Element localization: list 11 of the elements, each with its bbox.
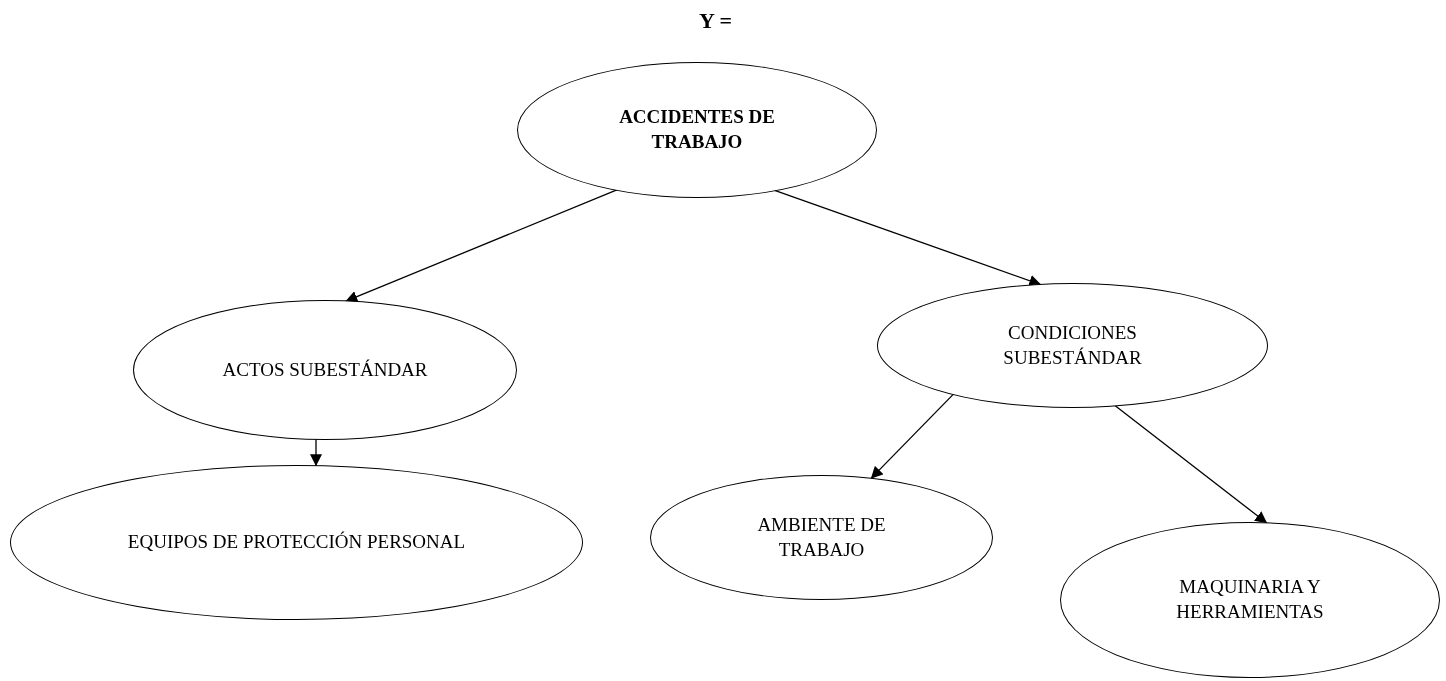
node-label: CONDICIONES SUBESTÁNDAR	[1002, 320, 1143, 370]
node-label: AMBIENTE DE TRABAJO	[756, 512, 887, 562]
node-label: ACTOS SUBESTÁNDAR	[221, 357, 429, 382]
arrow	[310, 438, 322, 467]
node-label: ACCIDENTES DE TRABAJO	[618, 105, 776, 154]
arrow	[774, 189, 1042, 287]
arrow	[1114, 404, 1268, 524]
arrow	[870, 393, 955, 480]
node-label: EQUIPOS DE PROTECCIÓN PERSONAL	[126, 530, 467, 555]
diagram-title: Y =	[699, 7, 733, 35]
node-label: MAQUINARIA Y HERRAMIENTAS	[1175, 575, 1325, 624]
